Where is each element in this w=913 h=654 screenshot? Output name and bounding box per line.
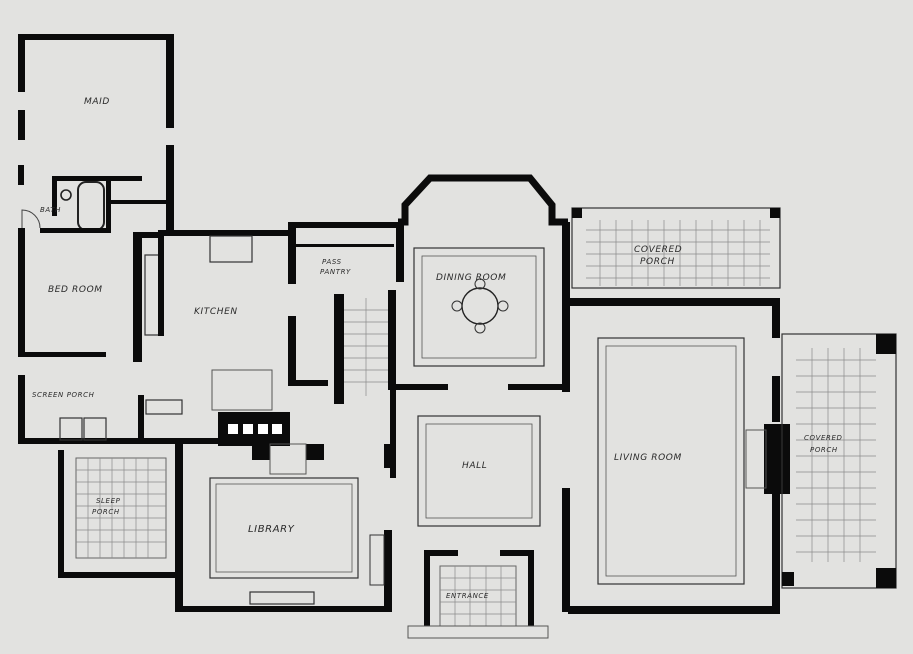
room-label-dining-room: DINING ROOM [436,273,506,283]
bath [18,165,111,233]
fireplace-block [218,412,324,475]
room-label-sleep-porch: PORCH [92,508,120,516]
room-label-covered-porch-right-1: COVERED [804,434,843,442]
maid-room [18,34,174,235]
living-room [568,298,790,614]
hall [390,390,570,612]
screen-porch [18,375,268,444]
sleep-porch [58,450,178,578]
room-label-hall: HALL [462,461,487,471]
library [175,444,392,612]
room-label-bed-room: BED ROOM [48,285,103,295]
room-label-maid: MAID [84,97,110,107]
pass-pantry [288,222,398,404]
covered-porch-top [571,207,781,289]
room-label-bath: BATH [40,206,61,214]
room-label-living-room: LIVING ROOM [614,453,682,463]
room-label-library: LIBRARY [248,524,295,535]
room-label-covered-porch-top-2: PORCH [640,257,675,267]
room-label-covered-porch-right-2: PORCH [810,446,838,454]
room-label-pass: PASS [322,258,342,266]
entrance [407,550,549,639]
room-label-entrance: ENTRANCE [446,592,489,600]
room-label-covered-porch-top-1: COVERED [634,245,682,255]
room-label-pantry: PANTRY [320,268,351,276]
kitchen [144,222,328,411]
dining-room [390,174,570,392]
bed-room [18,228,163,362]
room-label-kitchen: KITCHEN [194,307,238,317]
room-label-screen-porch: SCREEN PORCH [32,391,95,399]
room-label-sleep: SLEEP [96,497,121,505]
covered-porch-right [781,333,897,589]
